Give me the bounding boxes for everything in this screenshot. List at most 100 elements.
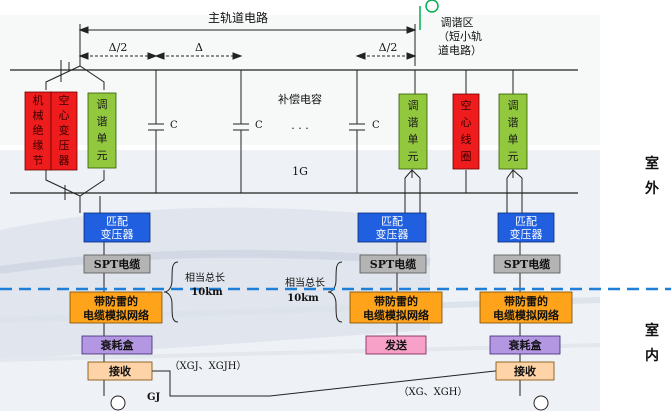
spt-cable-left: SPT电缆	[83, 254, 151, 274]
attenuator-left: 衰耗盒	[81, 335, 153, 355]
equiv-length-left-line2: 10km	[191, 287, 223, 298]
matching-transformer-left-line1: 匹配	[106, 215, 128, 228]
lightning-network-right-line2: 电缆模拟网络	[493, 308, 559, 322]
indoor-label-1: 室	[645, 322, 659, 339]
attenuator-right: 衰耗盒	[489, 335, 561, 355]
signal-icon	[419, 0, 439, 30]
spt-cable-right-label: SPT电缆	[504, 257, 550, 271]
cap-label-2: C	[255, 120, 263, 131]
equiv-length-mid-line2: 10km	[287, 293, 319, 304]
matching-transformer-mid: 匹配 变压器	[357, 212, 427, 243]
receiver-right-label: 接收	[514, 364, 536, 378]
delta-half-left-label: Δ/2	[109, 41, 128, 54]
tuning-unit-char: 单	[508, 133, 519, 146]
air-core-coil-char: 线	[461, 132, 472, 146]
tuning-unit-char: 单	[408, 133, 419, 146]
tuning-zone-line3: 道电路）	[438, 43, 482, 57]
mech-insulation-char: 械	[33, 108, 44, 122]
matching-transformer-left: 匹配 变压器	[83, 212, 151, 243]
receiver-left-label: 接收	[109, 364, 131, 378]
air-core-transformer-char: 空	[59, 93, 70, 107]
transmitter-box: 发送	[365, 335, 427, 355]
equiv-length-mid-line1: 相当总长	[285, 276, 325, 289]
attenuator-right-label: 衰耗盒	[508, 338, 543, 352]
lightning-network-left-line1: 带防雷的	[94, 294, 138, 308]
tuning-unit-char: 单	[97, 132, 108, 145]
air-core-transformer-char: 器	[59, 154, 70, 167]
lightning-network-mid-line1: 带防雷的	[374, 294, 418, 308]
receiver-left: 接收	[87, 361, 153, 381]
gj-label: GJ	[147, 392, 161, 403]
outdoor-label-1: 室	[645, 155, 659, 172]
tuning-unit-char: 谐	[408, 115, 419, 129]
mech-insulation-char: 缘	[33, 139, 44, 152]
left-joint-wiring	[45, 60, 105, 213]
lightning-network-left-line2: 电缆模拟网络	[83, 308, 149, 322]
tuning-unit-char: 谐	[97, 114, 108, 128]
dimension-lines	[78, 24, 417, 66]
delta-mid-label: Δ	[195, 41, 203, 54]
lightning-network-mid: 带防雷的 电缆模拟网络	[349, 291, 443, 324]
matching-transformer-right-line2: 变压器	[510, 227, 543, 241]
lightning-network-right: 带防雷的 电缆模拟网络	[479, 291, 573, 324]
lightning-network-left: 带防雷的 电缆模拟网络	[69, 291, 163, 324]
spt-cable-mid: SPT电缆	[359, 254, 427, 274]
relay-symbols	[110, 395, 549, 411]
outdoor-label-2: 外	[645, 180, 659, 197]
main-track-label: 主轨道电路	[208, 10, 268, 25]
mech-insulation-char: 节	[33, 154, 44, 167]
tuning-unit-char: 谐	[508, 115, 519, 129]
spt-cable-mid-label: SPT电缆	[370, 257, 416, 271]
length-braces	[163, 261, 343, 323]
delta-half-right-label: Δ/2	[379, 41, 398, 54]
capacitors	[148, 70, 365, 193]
spt-cable-right: SPT电缆	[493, 254, 561, 274]
air-core-transformer-char: 变	[59, 123, 70, 137]
xgj-label: （XGJ、XGJH）	[170, 360, 247, 372]
matching-transformer-right-line1: 匹配	[515, 215, 537, 228]
lightning-network-right-line1: 带防雷的	[504, 294, 548, 308]
matching-transformer-right: 匹配 变压器	[497, 212, 555, 243]
tuning-unit-char: 调	[508, 99, 519, 112]
transmitter-label: 发送	[384, 338, 408, 352]
tuning-unit-char: 调	[97, 98, 108, 111]
attenuator-left-label: 衰耗盒	[100, 338, 135, 352]
mech-insulation-char: 绝	[33, 123, 44, 137]
tuning-unit-char: 元	[408, 150, 419, 163]
air-core-transformer-char: 心	[59, 109, 70, 122]
air-core-transformer-char: 压	[59, 139, 70, 152]
air-core-coil-char: 心	[461, 116, 472, 129]
tuning-unit-char: 调	[408, 99, 419, 112]
tuning-zone-line1: 调谐区	[441, 15, 474, 29]
air-core-coil-char: 圈	[461, 150, 472, 163]
air-core-coil-char: 空	[461, 98, 472, 112]
lightning-network-mid-line2: 电缆模拟网络	[363, 308, 429, 322]
rails	[10, 69, 578, 194]
ellipsis-label: · · ·	[291, 122, 308, 135]
indoor-label-2: 内	[645, 347, 659, 364]
comp-cap-label: 补偿电容	[278, 92, 322, 106]
section-1g-label: 1G	[292, 165, 308, 178]
matching-transformer-left-line2: 变压器	[101, 227, 134, 241]
matching-transformer-mid-line1: 匹配	[381, 215, 403, 228]
tuning-zone-line2: （短小轨	[438, 29, 482, 43]
cap-label-1: C	[170, 120, 178, 131]
tuning-unit-char: 元	[508, 150, 519, 163]
receiver-right: 接收	[495, 361, 555, 381]
mech-insulation-char: 机	[33, 93, 44, 107]
spt-cable-left-label: SPT电缆	[94, 257, 140, 271]
tuning-unit-char: 元	[97, 149, 108, 162]
right-zone-wiring	[404, 70, 523, 213]
